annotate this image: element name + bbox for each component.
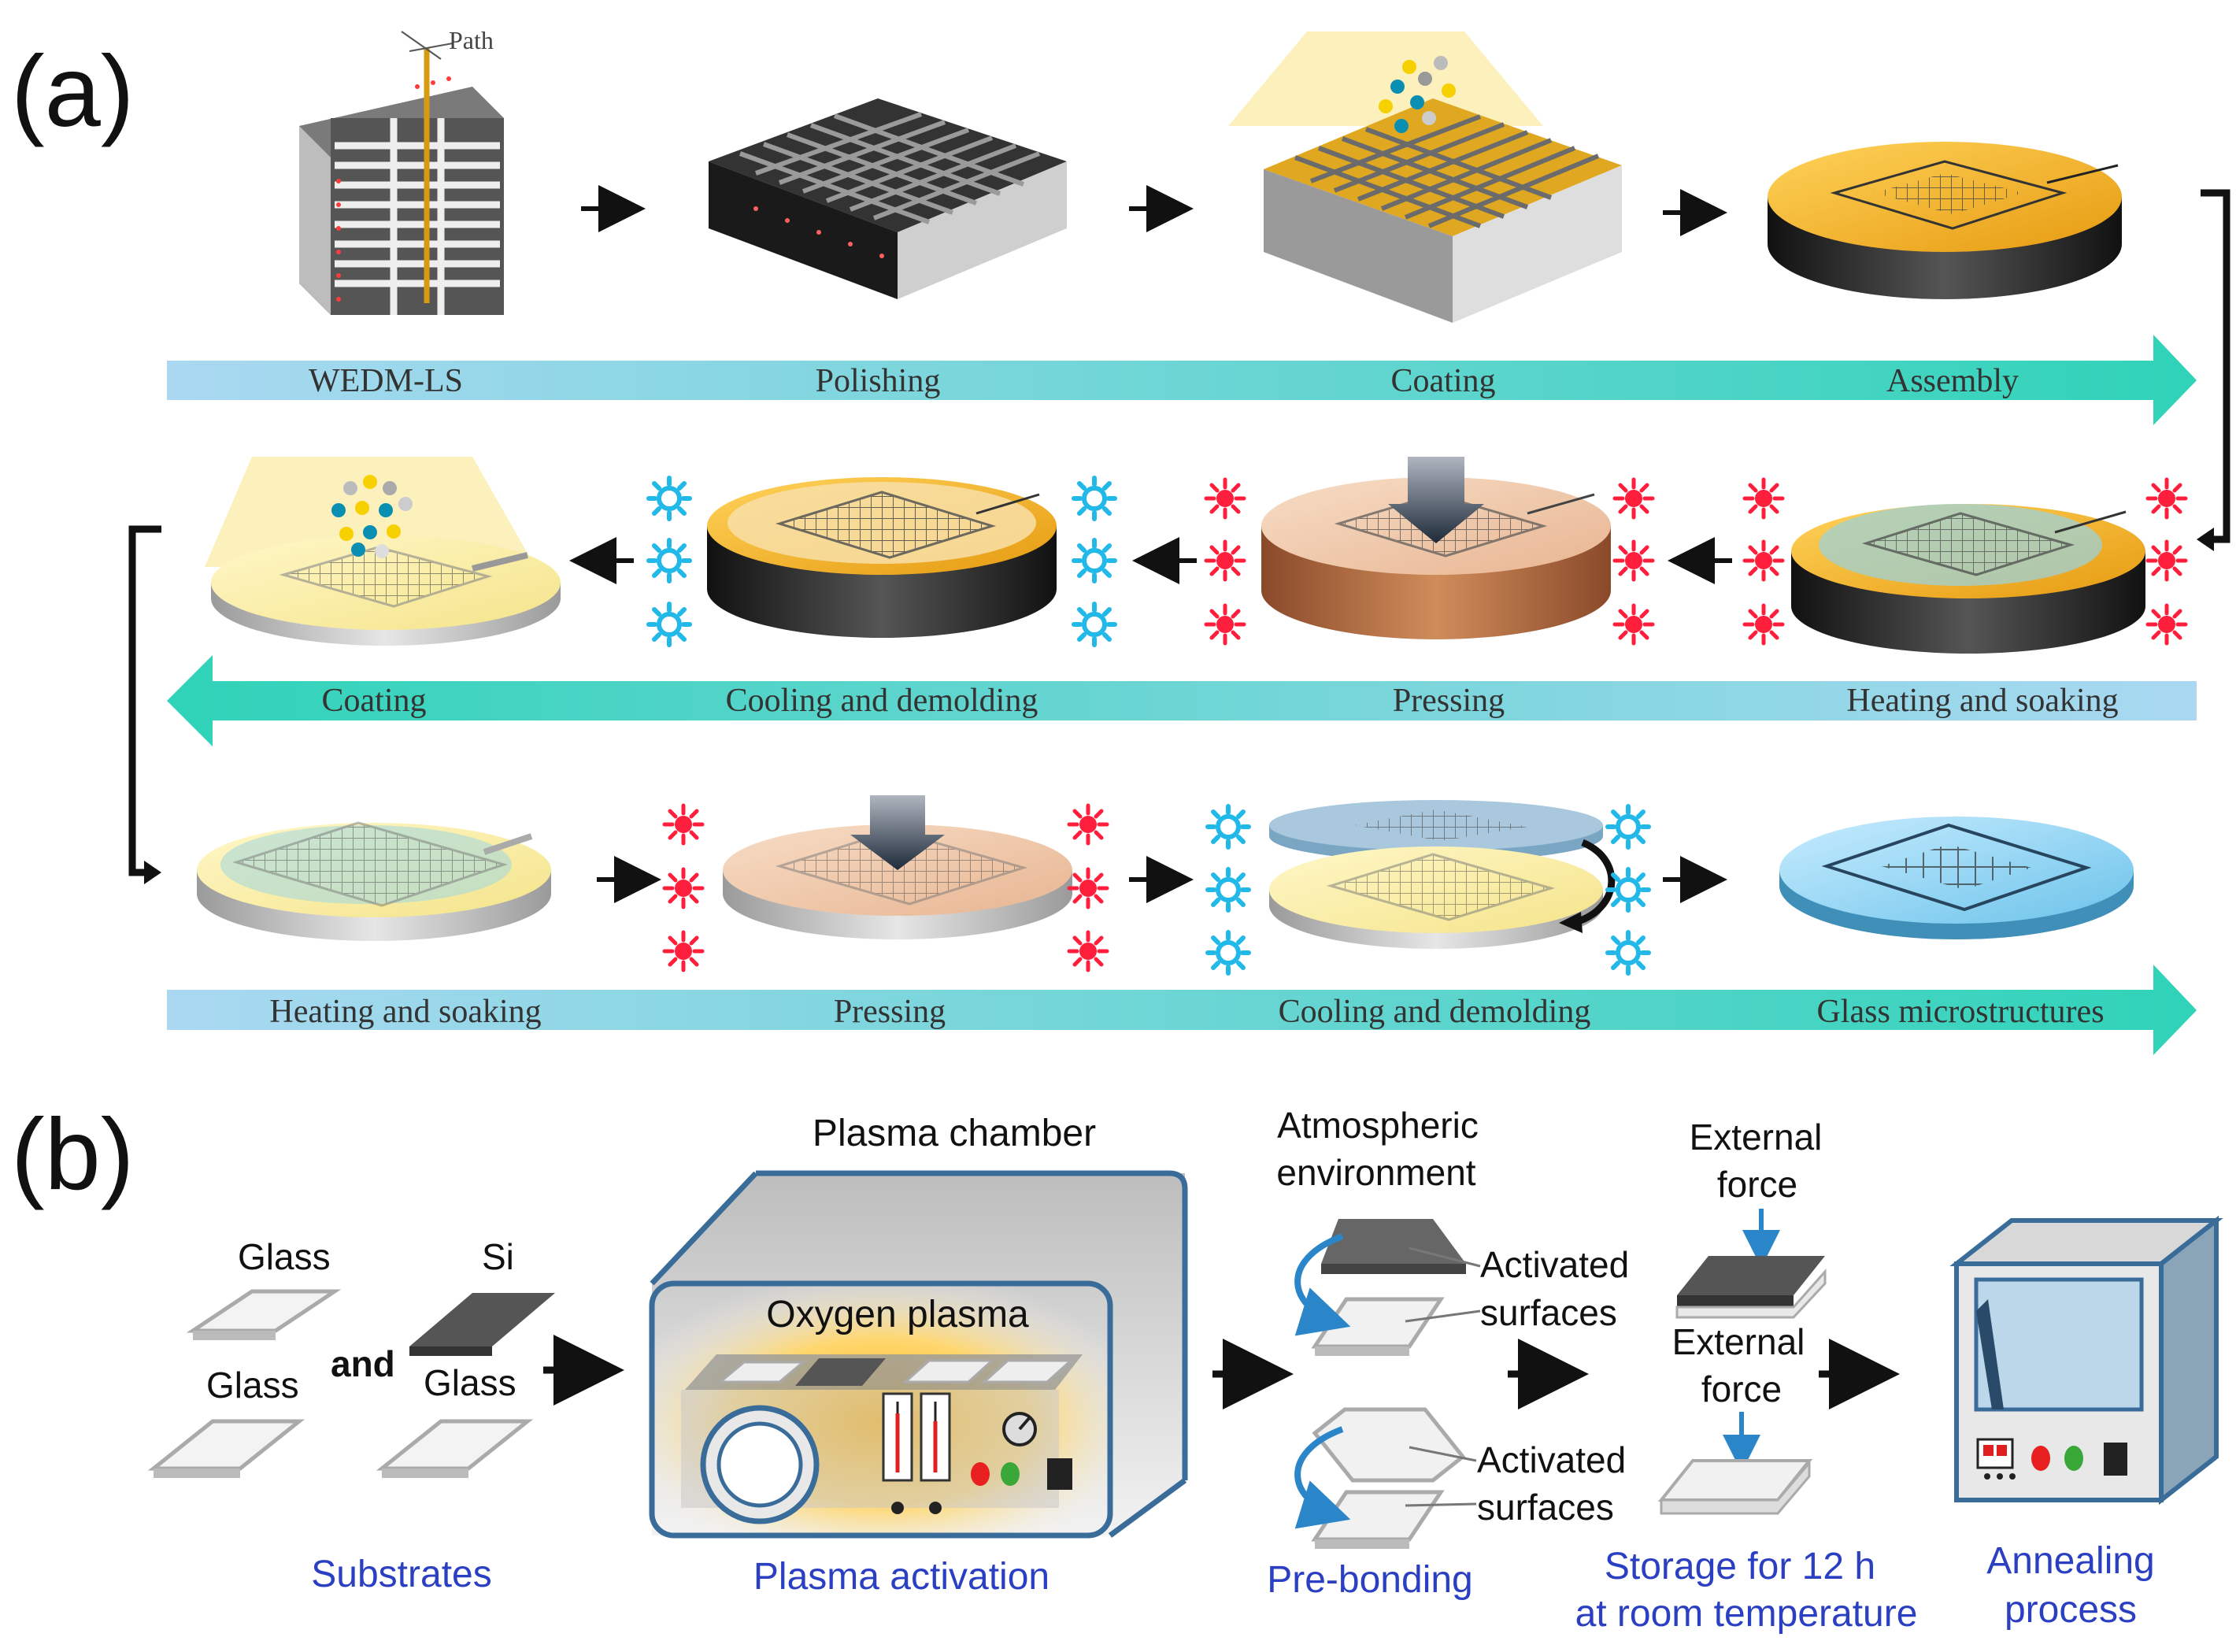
step-annealing-line-2: process	[2005, 1589, 2137, 1631]
chamber-title: Plasma chamber	[813, 1113, 1096, 1154]
row1-band	[167, 335, 2197, 425]
row1-stage-2: Polishing	[816, 363, 941, 399]
atmospheric-line-1: Atmospheric	[1277, 1105, 1479, 1146]
plasma-chamber	[649, 1170, 1188, 1539]
row2-stage-2: Cooling and demolding	[726, 683, 1038, 719]
substrate-glass-bottom-left	[147, 1419, 305, 1478]
row2-stage-1: Coating	[322, 683, 427, 719]
step-annealing-line-1: Annealing	[1986, 1540, 2155, 1582]
prebond-pair-bottom	[1294, 1407, 1477, 1549]
cooling-disk-icon	[707, 477, 1057, 638]
external-force-top-line-1: External	[1690, 1117, 1823, 1158]
row1-stage-1: WEDM-LS	[309, 363, 463, 399]
left-bracket-head	[144, 861, 161, 884]
substrate-glass-bottom-right-label: Glass	[424, 1362, 516, 1403]
pressing-disk-icon	[1261, 457, 1611, 639]
row3-stage-3: Cooling and demolding	[1279, 994, 1591, 1030]
annealing-oven	[1949, 1215, 2223, 1506]
substrate-si-label: Si	[482, 1236, 514, 1277]
right-bracket-head	[2197, 528, 2214, 551]
storage-stack-bottom	[1657, 1412, 1813, 1515]
activated-top-line-1: Activated	[1480, 1244, 1629, 1285]
right-bracket	[2201, 189, 2230, 543]
row2-stage-3: Pressing	[1393, 683, 1505, 719]
substrate-and-label: and	[331, 1343, 395, 1384]
panel-b-label: (b)	[11, 1098, 134, 1211]
assembly-disk-icon	[1768, 142, 2122, 299]
polished-block-icon	[709, 98, 1067, 299]
step-substrates: Substrates	[311, 1554, 491, 1595]
step-plasma-activation: Plasma activation	[753, 1556, 1050, 1598]
storage-stack-top	[1675, 1209, 1827, 1319]
glass-microstructure-icon	[1779, 817, 2134, 939]
step-storage-line-2: at room temperature	[1575, 1593, 1918, 1635]
substrate-glass-bottom-right	[376, 1419, 534, 1478]
panel-b-arrows	[543, 1335, 1900, 1409]
step-pre-bonding: Pre-bonding	[1267, 1559, 1473, 1601]
row3-stage-1: Heating and soaking	[269, 994, 541, 1030]
path-label: Path	[449, 26, 494, 54]
coated-block-icon	[1228, 31, 1622, 323]
heating-disk-icon	[1791, 504, 2145, 654]
row1-stage-3: Coating	[1391, 363, 1496, 399]
row2-band	[167, 655, 2197, 746]
external-force-top-line-2: force	[1717, 1164, 1797, 1205]
substrate-glass-top-label: Glass	[238, 1236, 331, 1277]
prebond-pair-top	[1294, 1219, 1481, 1356]
activated-bottom-line-2: surfaces	[1477, 1487, 1614, 1528]
substrate-si	[409, 1293, 555, 1356]
cooling-demold-icon	[1269, 800, 1616, 949]
step-storage-line-1: Storage for 12 h	[1605, 1546, 1875, 1587]
row2-stage-4: Heating and soaking	[1846, 683, 2118, 719]
wedm-block-icon: Path	[299, 26, 504, 315]
substrate-glass-top	[186, 1289, 342, 1340]
row3-stage-2: Pressing	[834, 994, 946, 1030]
external-force-bottom-line-1: External	[1672, 1321, 1805, 1362]
pressing-disk-2-icon	[723, 795, 1072, 939]
row3-stage-4: Glass microstructures	[1816, 994, 2104, 1030]
left-bracket	[128, 525, 161, 876]
oxygen-plasma-label: Oxygen plasma	[766, 1294, 1029, 1335]
coating-disk-icon	[205, 457, 561, 646]
heating-disk-2-icon	[197, 821, 551, 941]
row1-stage-4: Assembly	[1886, 363, 2019, 399]
row3-band	[167, 965, 2197, 1055]
atmospheric-line-2: environment	[1276, 1152, 1475, 1193]
substrate-glass-bottom-left-label: Glass	[206, 1365, 299, 1406]
activated-top-line-2: surfaces	[1480, 1292, 1617, 1333]
panel-a-label: (a)	[11, 35, 134, 148]
external-force-bottom-line-2: force	[1701, 1369, 1782, 1409]
activated-bottom-line-1: Activated	[1477, 1439, 1626, 1480]
row1-arrows	[581, 185, 1727, 236]
